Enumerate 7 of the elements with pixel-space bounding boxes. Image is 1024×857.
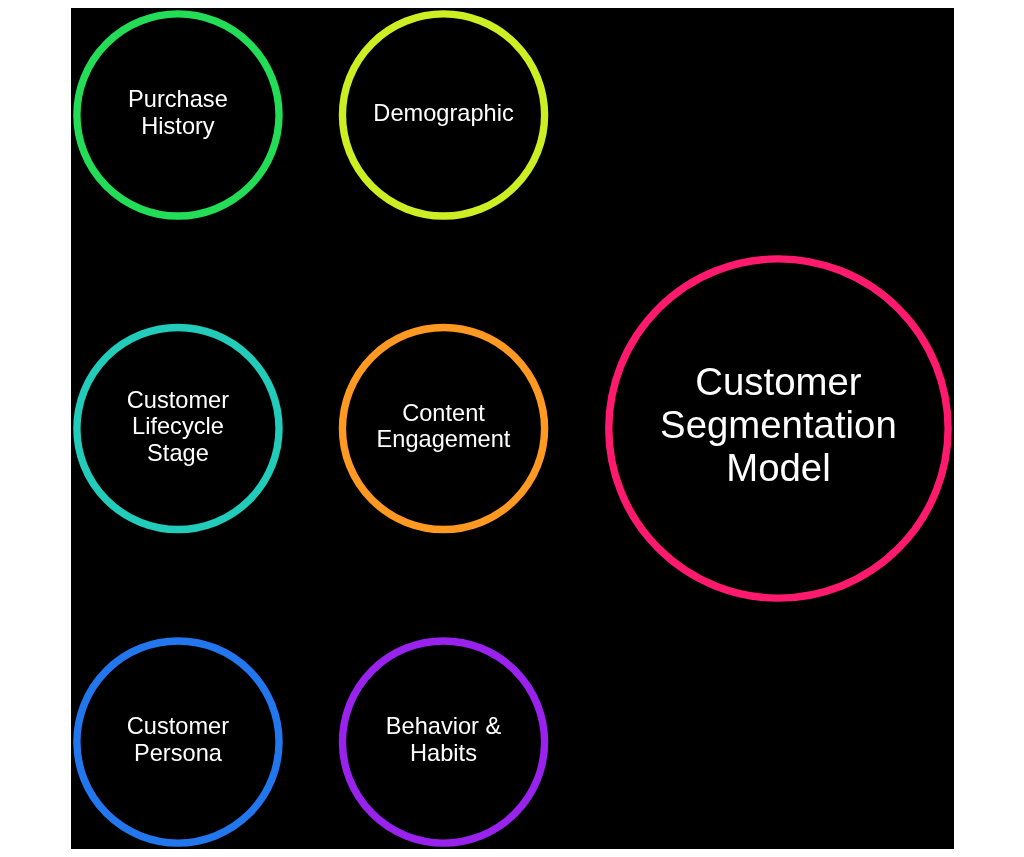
node-circle: Customer Lifecycle Stage bbox=[72, 323, 283, 534]
node-circle: Content Engagement bbox=[338, 323, 548, 534]
node-circle: Demographic bbox=[338, 10, 548, 220]
node-circle: Behavior & Habits bbox=[338, 637, 548, 847]
node-circle: Purchase History bbox=[72, 10, 283, 220]
node-circle: Customer Segmentation Model bbox=[604, 255, 952, 602]
node-circle: Customer Persona bbox=[72, 637, 283, 847]
